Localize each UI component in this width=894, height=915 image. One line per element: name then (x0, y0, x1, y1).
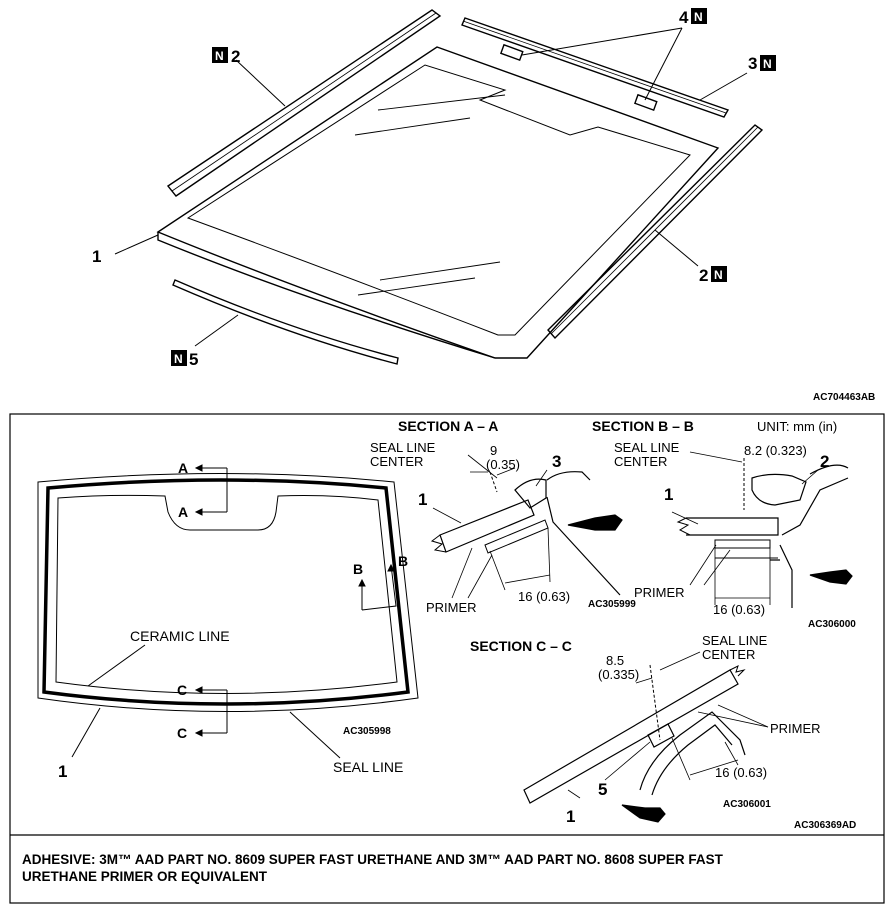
svg-text:N: N (694, 10, 703, 24)
bb-primer-label: PRIMER (634, 585, 685, 600)
bottom-figure-code: AC306369AD (794, 820, 856, 831)
spacer-2 (633, 93, 658, 112)
cc-label-dam: 5 (598, 780, 607, 799)
label-left-molding: 2 (231, 47, 240, 66)
aa-adhesive-gun (567, 514, 623, 531)
bb-adhesive-gun (809, 569, 853, 585)
section-bb-title: SECTION B – B (592, 418, 694, 434)
cc-dim-offset-in: (0.335) (598, 667, 639, 682)
svg-text:N: N (215, 49, 224, 63)
aa-center-label: CENTER (370, 454, 423, 469)
seal-line-label: SEAL LINE (333, 759, 403, 775)
cc-figure-code: AC306001 (723, 799, 771, 810)
label-dam: 5 (189, 350, 198, 369)
glass-ceramic-border (186, 64, 691, 336)
section-a-marker-top: A (178, 460, 188, 476)
cc-dim-offset: 8.5 (606, 653, 624, 668)
ceramic-line-outline (55, 494, 398, 694)
section-b-marker-left: B (353, 561, 363, 577)
aa-primer-label: PRIMER (426, 600, 477, 615)
label-right-molding: 2 (699, 266, 708, 285)
cc-body-panel (639, 711, 746, 796)
unit-label: UNIT: mm (in) (757, 419, 837, 434)
new-part-badge-2-right: N (711, 266, 727, 282)
cc-dam (647, 723, 675, 748)
bb-dim-width: 16 (0.63) (713, 602, 765, 617)
cc-label-glass: 1 (566, 807, 575, 826)
glass-outline (37, 473, 419, 712)
label-spacer: 4 (679, 8, 689, 27)
adhesive-note: ADHESIVE: 3M™ AAD PART NO. 8609 SUPER FA… (22, 851, 872, 885)
bb-label-molding: 2 (820, 452, 829, 471)
bb-body-panel (770, 464, 849, 608)
aa-figure-code: AC305999 (588, 599, 636, 610)
bb-center-label: CENTER (614, 454, 667, 469)
new-part-badge-5: N (171, 350, 187, 366)
glass-reflection (354, 117, 471, 136)
label-top-molding: 3 (748, 54, 757, 73)
bb-dim-offset: 8.2 (0.323) (744, 443, 807, 458)
cc-seal-line-label: SEAL LINE (702, 633, 768, 648)
cc-primer-label: PRIMER (770, 721, 821, 736)
ceramic-line-label: CERAMIC LINE (130, 628, 230, 644)
figure-code-front: AC305998 (343, 726, 391, 737)
new-part-badge-4: N (691, 8, 707, 24)
svg-text:N: N (763, 57, 772, 71)
section-bb-drawing (671, 451, 853, 608)
section-cc-drawing (523, 651, 769, 823)
windshield-front-view (37, 464, 419, 759)
glass-reflection (379, 261, 501, 281)
bottom-dam (172, 279, 399, 365)
glass-reflection (377, 94, 506, 111)
bb-label-glass: 1 (664, 485, 673, 504)
glass-reflection (357, 277, 476, 296)
section-c-marker-bottom: C (177, 725, 187, 741)
aa-dim-offset: 9 (490, 443, 497, 458)
left-side-molding (166, 9, 442, 197)
cc-center-label: CENTER (702, 647, 755, 662)
label-glass-front: 1 (58, 762, 67, 781)
section-b-marker-right: B (398, 553, 408, 569)
new-part-badge-3: N (760, 55, 776, 71)
section-aa-title: SECTION A – A (398, 418, 498, 434)
seal-line-outline (42, 478, 410, 706)
adhesive-note-line2: URETHANE PRIMER OR EQUIVALENT (22, 869, 268, 884)
aa-label-molding: 3 (552, 452, 561, 471)
svg-text:N: N (174, 352, 183, 366)
cc-glass (523, 669, 739, 804)
bb-molding (751, 473, 807, 506)
bottom-frame (9, 413, 885, 904)
aa-body-panel (546, 471, 621, 596)
glass-thickness-edge (157, 232, 496, 359)
aa-seal-line-label: SEAL LINE (370, 440, 436, 455)
svg-text:N: N (714, 268, 723, 282)
cc-adhesive-gun (621, 804, 666, 823)
new-part-badge-2-left: N (212, 47, 228, 63)
aa-glass (439, 499, 535, 553)
top-molding (461, 17, 730, 118)
spacer-1 (499, 43, 524, 62)
top-exploded-view (114, 9, 764, 365)
bb-seal-line-label: SEAL LINE (614, 440, 680, 455)
right-side-molding (547, 124, 764, 340)
aa-dim-offset-in: (0.35) (486, 457, 520, 472)
section-aa-drawing (430, 454, 623, 599)
figure-code-top: AC704463AB (813, 392, 875, 403)
aa-molding (514, 478, 547, 509)
section-c-marker-top: C (177, 682, 187, 698)
cc-dim-width: 16 (0.63) (715, 765, 767, 780)
label-glass-top: 1 (92, 247, 101, 266)
bb-glass (686, 517, 779, 536)
section-a-marker-bottom: A (178, 504, 188, 520)
adhesive-note-line1: ADHESIVE: 3M™ AAD PART NO. 8609 SUPER FA… (22, 852, 723, 867)
aa-label-glass: 1 (418, 490, 427, 509)
bb-figure-code: AC306000 (808, 619, 856, 630)
aa-dim-width: 16 (0.63) (518, 589, 570, 604)
section-cc-title: SECTION C – C (470, 638, 572, 654)
